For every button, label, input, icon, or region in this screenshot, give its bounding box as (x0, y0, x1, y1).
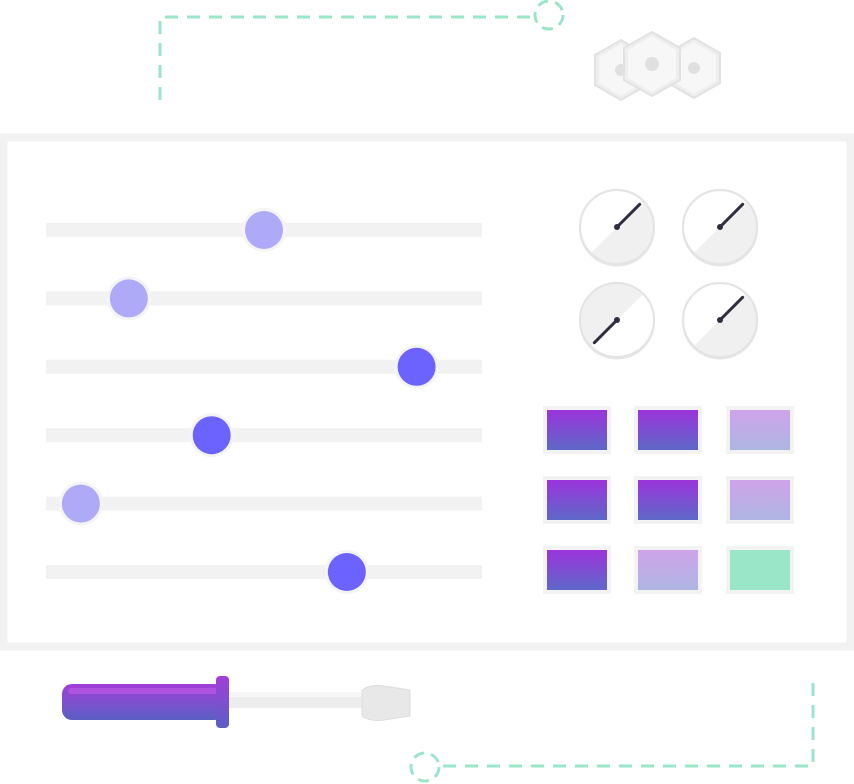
knob-arc (693, 293, 757, 357)
bottom-dashed-connector-icon (409, 683, 815, 783)
knob-group (579, 189, 758, 360)
knob-pointer (718, 202, 745, 229)
slider-thumb[interactable] (327, 553, 366, 591)
swatch-purple[interactable] (634, 476, 702, 524)
swatch-fill[interactable] (638, 480, 698, 520)
knob-pivot (614, 317, 620, 323)
swatch-grid (543, 406, 794, 594)
swatch-lilac[interactable] (726, 406, 794, 454)
knob-pointer (718, 295, 745, 322)
swatch-fill[interactable] (547, 410, 607, 450)
hexagon-bolts-icon (594, 30, 721, 102)
swatch-fill[interactable] (638, 410, 698, 450)
slider-track[interactable] (46, 496, 482, 511)
knob-rim (682, 189, 758, 265)
slider-thumb[interactable] (192, 416, 231, 455)
slider-3[interactable] (46, 344, 482, 389)
slider-thumb[interactable] (61, 484, 100, 523)
slider-track[interactable] (46, 291, 482, 306)
swatch-fill[interactable] (638, 550, 698, 590)
slider-4[interactable] (46, 413, 482, 458)
top-dashed-connector-icon (158, 0, 565, 100)
knob-3[interactable] (579, 282, 655, 360)
slider-thumb[interactable] (109, 279, 148, 318)
swatch-purple[interactable] (543, 546, 611, 594)
slider-1[interactable] (46, 208, 482, 252)
knob-pivot (614, 224, 620, 230)
knob-pivot (717, 224, 723, 230)
knob-pointer (592, 318, 619, 345)
knob-rim (579, 189, 655, 265)
slider-thumb[interactable] (245, 211, 283, 249)
knob-arc (693, 200, 757, 265)
slider-track[interactable] (46, 359, 482, 374)
swatch-lilac[interactable] (634, 546, 702, 594)
slider-thumb[interactable] (397, 347, 436, 386)
swatch-fill[interactable] (730, 550, 790, 590)
slider-group (46, 208, 482, 594)
slider-track[interactable] (46, 428, 482, 443)
slider-2[interactable] (46, 276, 482, 321)
swatch-fill[interactable] (730, 480, 790, 520)
knob-arc (590, 200, 654, 264)
knob-pointer (615, 202, 642, 229)
swatch-teal[interactable] (726, 546, 794, 594)
swatch-fill[interactable] (730, 410, 790, 450)
swatch-fill[interactable] (547, 550, 607, 590)
knob-rim (682, 282, 758, 358)
slider-6[interactable] (46, 550, 482, 594)
screwdriver-icon (62, 676, 411, 728)
swatch-purple[interactable] (634, 406, 702, 454)
swatch-fill[interactable] (547, 480, 607, 520)
knob-4[interactable] (682, 282, 758, 360)
knob-arc (580, 283, 644, 347)
knob-1[interactable] (579, 189, 655, 267)
swatch-lilac[interactable] (726, 476, 794, 524)
slider-track[interactable] (46, 565, 482, 579)
knob-pivot (717, 317, 723, 323)
swatch-purple[interactable] (543, 476, 611, 524)
swatch-purple[interactable] (543, 406, 611, 454)
knob-2[interactable] (682, 189, 758, 267)
knob-rim (579, 282, 655, 358)
slider-5[interactable] (46, 481, 482, 526)
